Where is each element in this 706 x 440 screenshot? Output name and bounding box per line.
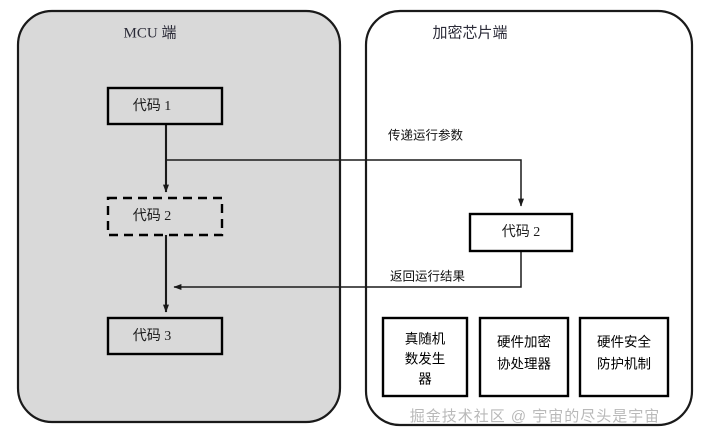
feature-crypto-coprocessor[interactable]: 硬件加密 协处理器 <box>478 316 570 398</box>
feature-security-protection-line2: 防护机制 <box>597 357 651 372</box>
watermark-text: 掘金技术社区 @ 宇宙的尽头是宇宙 <box>410 408 661 425</box>
panel-mcu-title: MCU 端 <box>124 24 177 41</box>
panel-chip-title: 加密芯片端 <box>432 24 507 41</box>
feature-security-protection-line1: 硬件安全 <box>597 334 651 350</box>
feature-trng[interactable]: 真随机 数发生 器 <box>381 316 469 398</box>
feature-trng-line1: 真随机 <box>405 332 446 347</box>
edge-send-params-label: 传递运行参数 <box>388 127 464 142</box>
edge-return-result-label: 返回运行结果 <box>390 269 466 283</box>
node-code2-mcu-box[interactable] <box>106 196 224 237</box>
feature-security-protection-box[interactable] <box>578 316 670 398</box>
node-code3-label: 代码 3 <box>133 328 172 344</box>
node-code2-chip[interactable]: 代码 2 <box>468 212 574 253</box>
node-code2-chip-box[interactable] <box>468 212 574 253</box>
edge-return-result: 返回运行结果 <box>173 251 522 291</box>
node-code2-mcu[interactable]: 代码 2 <box>106 196 224 237</box>
feature-security-protection[interactable]: 硬件安全 防护机制 <box>578 316 670 398</box>
feature-trng-line3: 器 <box>418 372 432 387</box>
feature-crypto-coprocessor-line1: 硬件加密 <box>497 334 551 350</box>
node-code2-chip-label: 代码 2 <box>502 224 541 240</box>
feature-trng-box[interactable] <box>381 316 469 398</box>
node-code2-mcu-label: 代码 2 <box>133 208 172 224</box>
edge-send-params-line <box>166 159 525 207</box>
edge-send-params: 传递运行参数 <box>166 127 525 207</box>
feature-trng-line2: 数发生 <box>405 352 446 367</box>
edge-return-result-line <box>173 251 522 291</box>
node-code1-box[interactable] <box>106 86 224 126</box>
feature-crypto-coprocessor-line2: 协处理器 <box>497 357 551 372</box>
node-code3[interactable]: 代码 3 <box>106 316 224 356</box>
node-code1-label: 代码 1 <box>133 98 172 114</box>
feature-crypto-coprocessor-box[interactable] <box>478 316 570 398</box>
node-code1[interactable]: 代码 1 <box>106 86 224 126</box>
node-code3-box[interactable] <box>106 316 224 356</box>
